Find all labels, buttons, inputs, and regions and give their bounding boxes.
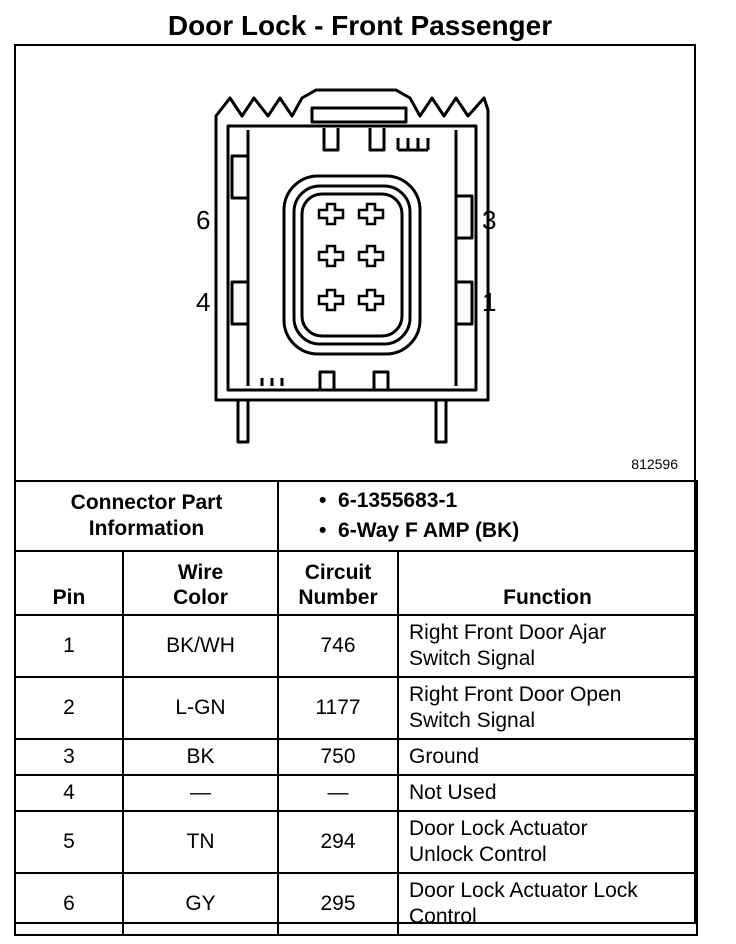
pin-cell: 1 (14, 614, 124, 678)
pin-cell: 3 (14, 738, 124, 776)
header-pin: Pin (14, 550, 124, 616)
circuit-cell: — (277, 774, 399, 812)
pin-cell: 4 (14, 774, 124, 812)
circuit-cell: 746 (277, 614, 399, 678)
table-row: 3 BK 750 Ground (14, 738, 699, 776)
circuit-cell: 294 (277, 810, 399, 874)
figure-number: 812596 (631, 456, 678, 472)
circuit-cell: 1177 (277, 676, 399, 740)
page-title: Door Lock - Front Passenger (167, 10, 553, 41)
pin-label-1: 1 (482, 287, 497, 317)
pin-cell: 2 (14, 676, 124, 740)
connector-description: • 6-Way F AMP (BK) (319, 519, 520, 542)
pin-cell: 6 (14, 872, 124, 936)
circuit-cell: 295 (277, 872, 399, 936)
function-cell: Ground (396, 738, 699, 776)
header-function: Function (396, 550, 699, 616)
pin-label-4: 4 (196, 287, 211, 317)
wire-color-cell: — (122, 774, 279, 812)
table-row: 4 — — Not Used (14, 774, 699, 812)
circuit-cell: 750 (277, 738, 399, 776)
function-cell: Not Used (396, 774, 699, 812)
wire-color-cell: L-GN (122, 676, 279, 740)
connector-part-number: • 6-1355683-1 (319, 489, 458, 512)
connector-info-label-line1: Connector Part (70, 491, 223, 514)
document-frame: 6 4 3 1 812596 Connector Part Informatio… (14, 44, 699, 936)
pin-label-6: 6 (196, 205, 211, 235)
pin-label-3: 3 (482, 205, 497, 235)
wire-color-cell: GY (122, 872, 279, 936)
wire-color-cell: TN (122, 810, 279, 874)
pinout-table: Connector Part Information • 6-1355683-1… (14, 480, 699, 936)
connector-info-values: • 6-1355683-1 • 6-Way F AMP (BK) (276, 480, 699, 552)
connector-diagram: 6 4 3 1 812596 (16, 46, 694, 480)
connector-info-label: Connector Part Information (14, 480, 279, 552)
wire-color-cell: BK/WH (122, 614, 279, 678)
connector-info-row: Connector Part Information • 6-1355683-1… (14, 480, 699, 552)
wire-color-cell: BK (122, 738, 279, 776)
connector-info-label-line2: Information (88, 517, 205, 540)
connector-drawing (214, 88, 490, 444)
pin-cell: 5 (14, 810, 124, 874)
